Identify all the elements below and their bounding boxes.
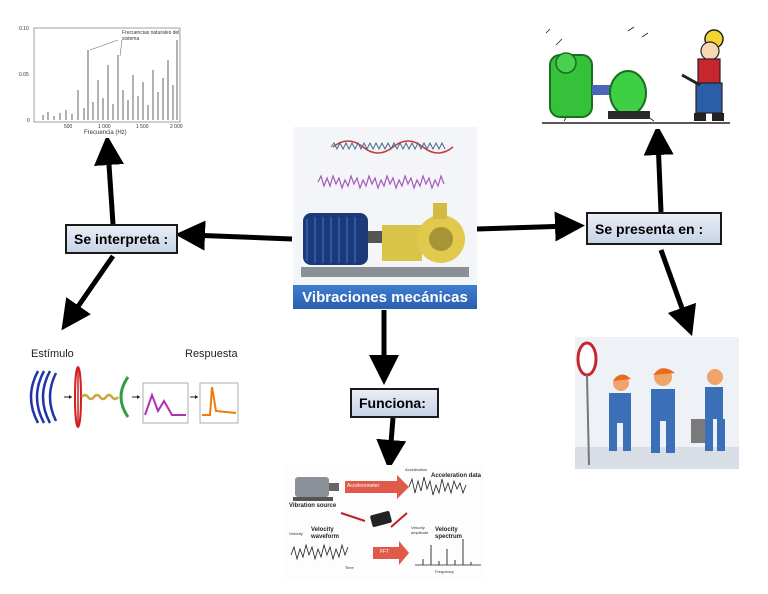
spectrum-x-tick-1: 1 000 [98, 124, 111, 130]
process-sensor-label: Accelerometer [347, 483, 380, 489]
arrow-to-interpret [175, 220, 293, 251]
central-title: Vibraciones mecánicas [293, 285, 477, 309]
process-transform-label: FFT [380, 549, 390, 555]
central-machine-image [293, 127, 477, 285]
spectrum-xlabel: Frecuencia (Hz) [84, 130, 127, 136]
process-time-label: Time [345, 565, 354, 570]
arrow-to-process [376, 417, 407, 470]
spectrum-y-tick-1: 0.05 [19, 72, 29, 78]
arrow-to-cartoon-bottom [658, 249, 697, 337]
works-label: Funciona: [350, 388, 439, 418]
stimulus-response-image: Estímulo Respuesta [28, 345, 240, 430]
presents-label: Se presenta en : [586, 212, 722, 245]
spectrum-y-tick-2: 0 [27, 118, 30, 124]
process-freq-label: Frequency [435, 569, 454, 574]
measurement-process-image: Vibration source Accelerometer Accelerat… [285, 465, 483, 581]
process-spectrum-axis-label: Velocity amplitude [411, 525, 429, 535]
workers-vibration-cartoon [575, 337, 739, 469]
process-velocity-title: Velocity waveform [311, 527, 340, 540]
spectrum-x-tick-0: 500 [64, 124, 73, 130]
spectrum-x-tick-3: 2 000 [170, 124, 183, 130]
response-label: Respuesta [185, 348, 238, 360]
spectrum-x-tick-2: 1 500 [136, 124, 149, 130]
arrow-to-spectrum [94, 135, 124, 225]
process-spectrum-title: Velocity spectrum [435, 527, 463, 540]
spectrum-image: Frecuencias naturales del sistema 0.10 0… [18, 20, 188, 138]
arrow-to-stimulus [61, 254, 116, 331]
interpret-label: Se interpreta : [65, 224, 178, 254]
arrow-to-cartoon-top [643, 125, 674, 213]
machine-worker-cartoon [538, 25, 736, 129]
spectrum-y-tick-0: 0.10 [19, 26, 29, 32]
arrow-to-presents [476, 211, 585, 242]
spectrum-annotation: Frecuencias naturales del sistema [122, 30, 180, 42]
stimulus-label: Estímulo [31, 348, 74, 360]
process-velocity-axis-label: Velocity [289, 531, 303, 536]
process-source-label: Vibration source [289, 503, 337, 509]
process-accel-axis-label: Acceleration [405, 467, 428, 472]
process-accel-title: Acceleration data [431, 473, 482, 479]
